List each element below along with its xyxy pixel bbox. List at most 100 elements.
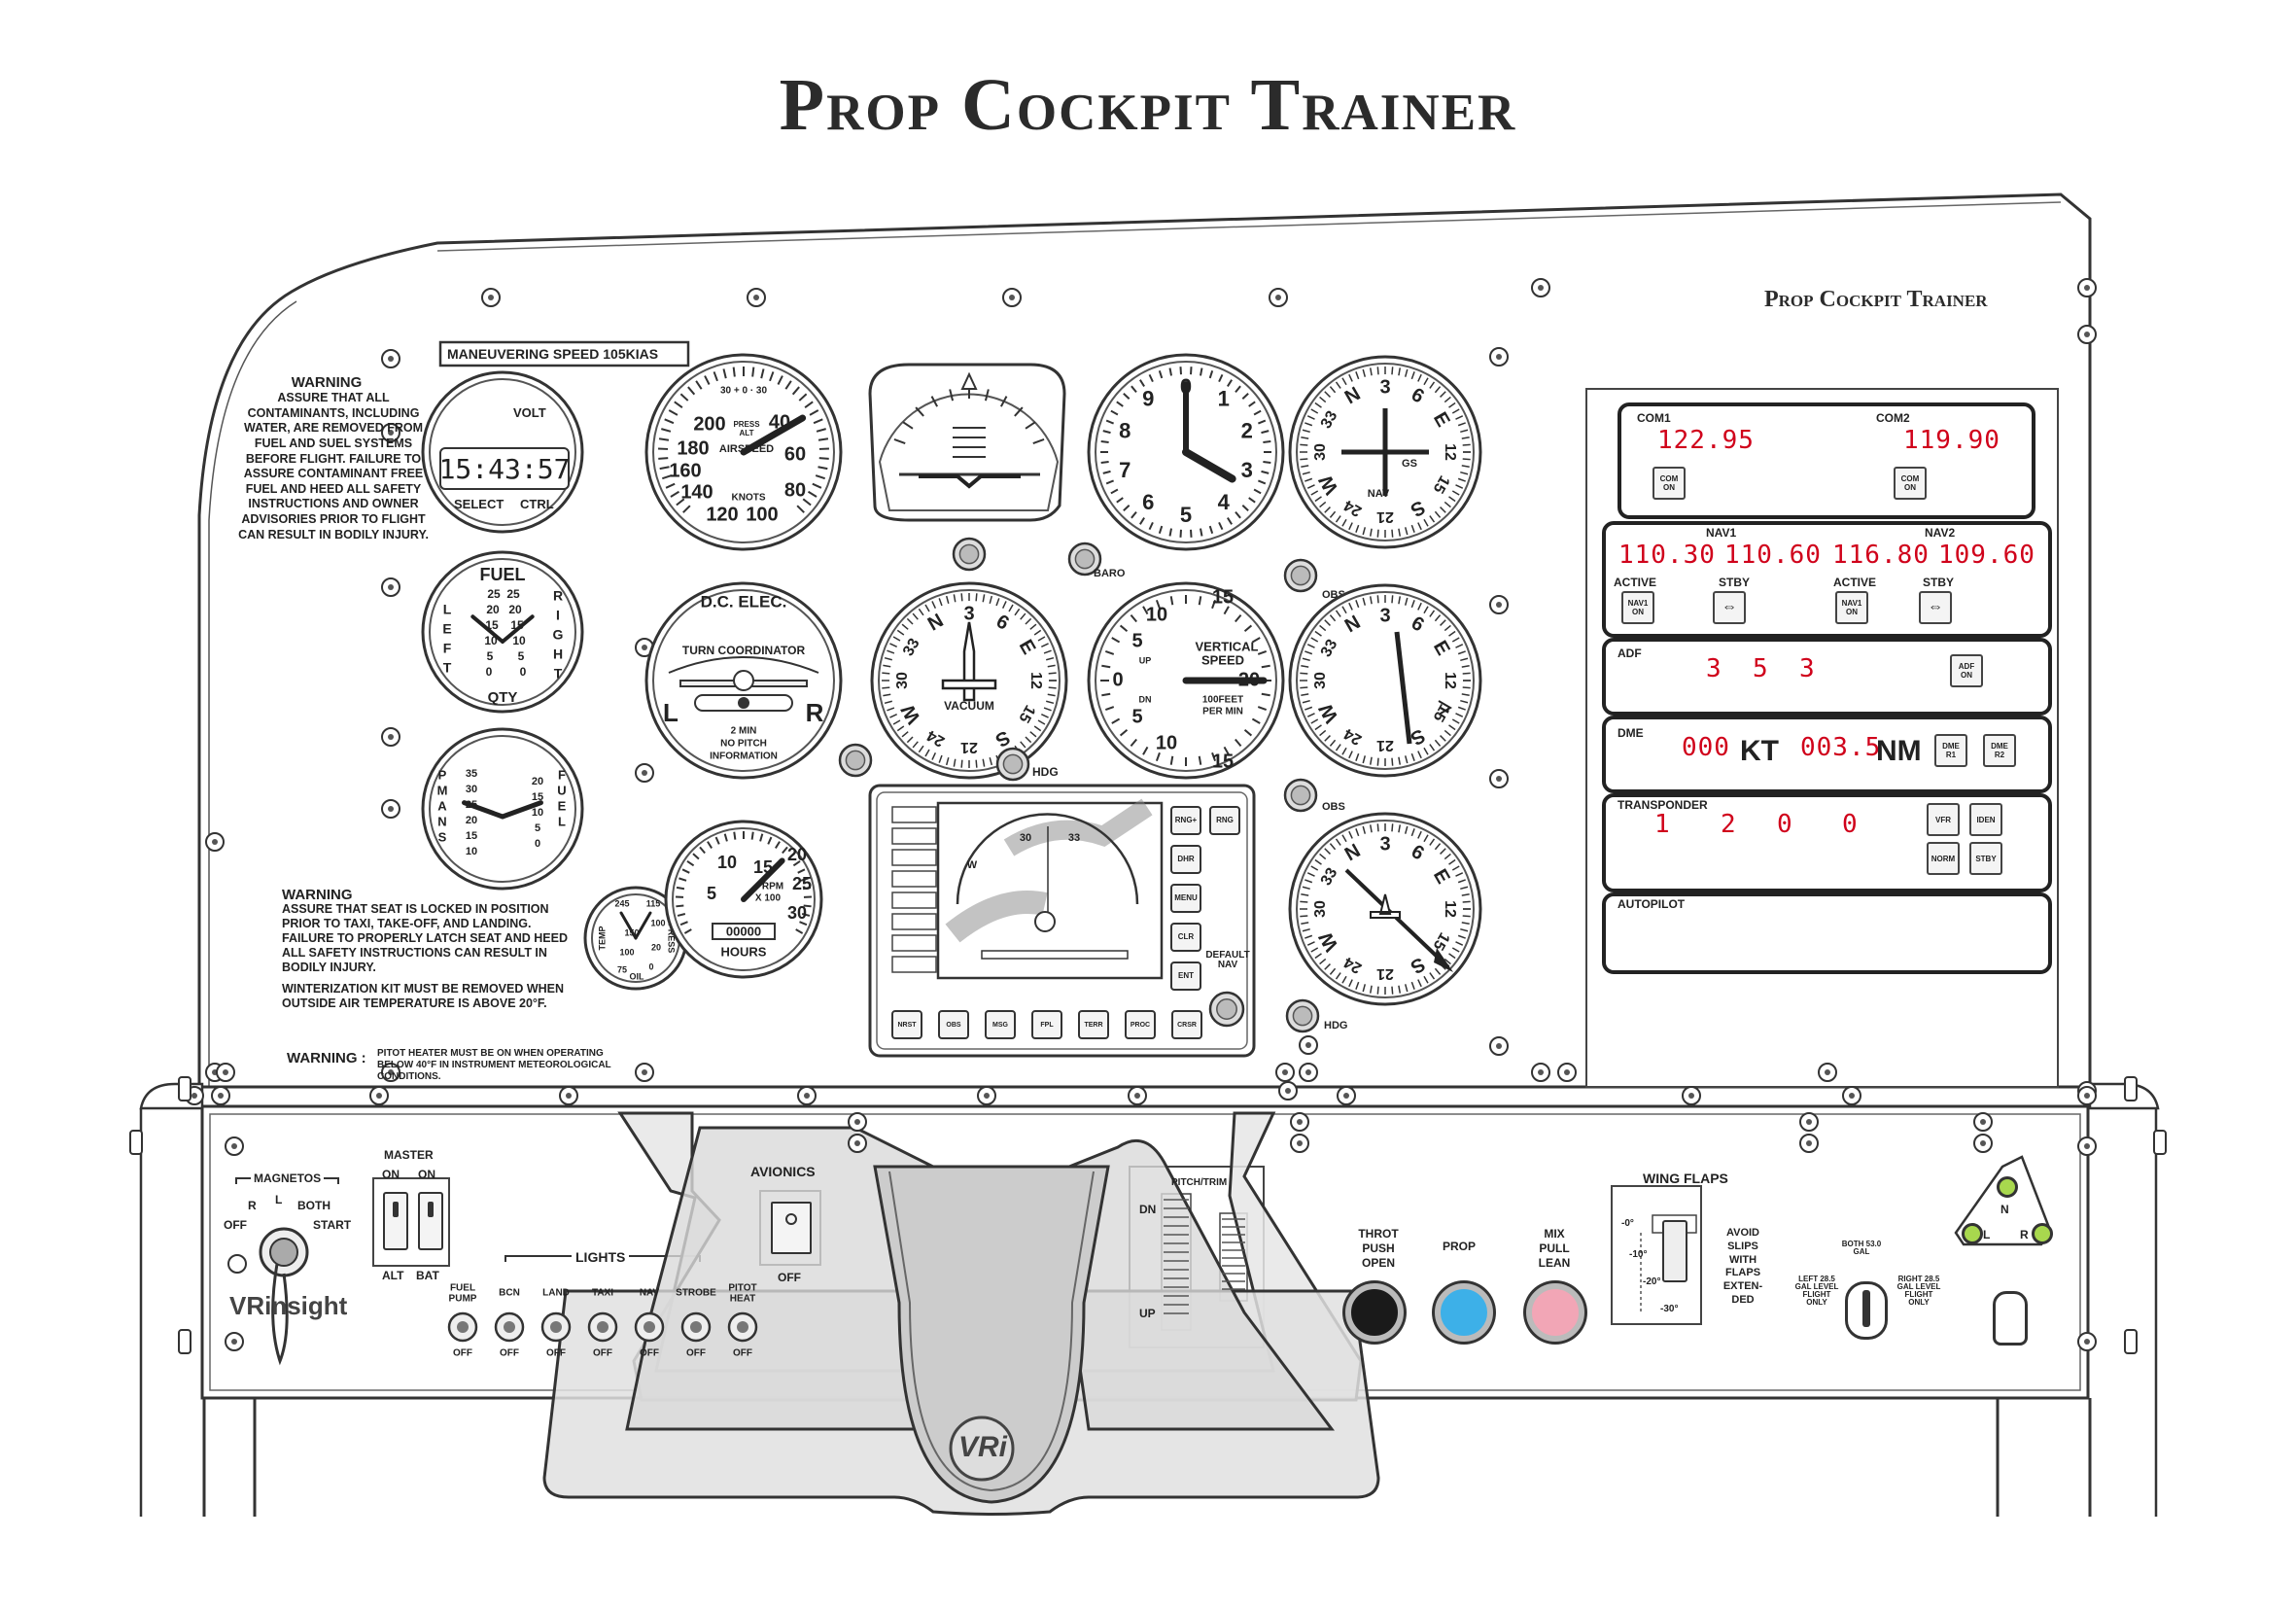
screw-head bbox=[804, 1093, 810, 1099]
master-bat-switch[interactable] bbox=[418, 1192, 443, 1250]
nav1-on-button[interactable]: NAV1 ON bbox=[1621, 591, 1654, 624]
fuel-selector-knob[interactable] bbox=[1845, 1281, 1888, 1340]
warning-seat-text: ASSURE THAT SEAT IS LOCKED IN POSITION P… bbox=[282, 902, 569, 974]
gear-handle[interactable] bbox=[1993, 1291, 2028, 1346]
adf-tick bbox=[1314, 858, 1322, 865]
adf-tick bbox=[1462, 915, 1471, 918]
nav1-standby-frequency: 110.60 bbox=[1724, 541, 1822, 570]
adf-tick bbox=[1391, 823, 1394, 832]
altimeter-tick bbox=[1102, 470, 1111, 474]
adf-tick bbox=[1319, 853, 1327, 860]
dme-r1-button[interactable]: DME R1 bbox=[1934, 734, 1967, 767]
gps-side-field bbox=[891, 956, 937, 973]
flaps-mark-20: -20° bbox=[1643, 1276, 1661, 1287]
altimeter-baro-label: BARO bbox=[1094, 568, 1126, 579]
heading-tick bbox=[1048, 686, 1057, 689]
adf-on-button[interactable]: ADF ON bbox=[1950, 654, 1983, 687]
flaps-lever[interactable] bbox=[1662, 1220, 1687, 1282]
gps-button-dhr bbox=[1170, 845, 1201, 874]
altimeter-tick bbox=[1190, 367, 1193, 375]
heading-tick bbox=[912, 612, 919, 620]
prop-knob[interactable] bbox=[1435, 1283, 1493, 1342]
altimeter-tick bbox=[1241, 393, 1249, 400]
adf-tick bbox=[1324, 848, 1331, 855]
switch-label-fuel-pump: FUEL bbox=[450, 1283, 475, 1294]
tach-tick bbox=[676, 904, 684, 908]
screw-head bbox=[642, 770, 647, 776]
turn-r: R bbox=[806, 698, 824, 727]
adf-tick bbox=[1300, 900, 1308, 903]
warning-fuel-title: WARNING bbox=[291, 374, 363, 391]
nav2-swap-button[interactable]: ⇔ bbox=[1919, 591, 1952, 624]
nav1-tick bbox=[1444, 501, 1451, 508]
mp-letter: M bbox=[437, 783, 448, 797]
master-alt-switch[interactable] bbox=[383, 1192, 408, 1250]
throttle-knob[interactable] bbox=[1345, 1283, 1404, 1342]
switch-toggle-strobe bbox=[690, 1321, 702, 1333]
heading-tick bbox=[1041, 643, 1049, 648]
nav2-tick bbox=[1306, 713, 1315, 717]
altimeter-tick bbox=[1110, 488, 1119, 495]
heading-tick bbox=[989, 595, 993, 604]
screw-head bbox=[1496, 1043, 1502, 1049]
nav2-tick bbox=[1423, 747, 1429, 755]
xpdr-iden-button[interactable]: IDEN bbox=[1969, 803, 2002, 836]
tach-tick bbox=[707, 841, 713, 849]
heading-knob-label: HDG bbox=[1032, 765, 1059, 779]
adf-tick bbox=[1319, 958, 1327, 965]
nav2-on-button[interactable]: NAV1 ON bbox=[1835, 591, 1868, 624]
nav2-standby-frequency: 109.60 bbox=[1938, 541, 2035, 570]
heading-tick bbox=[931, 601, 937, 609]
heading-tick bbox=[1043, 649, 1052, 654]
com1-on-button[interactable]: COM ON bbox=[1652, 467, 1686, 500]
master-alt-on: ON bbox=[382, 1168, 400, 1181]
adf-digit-3: 3 bbox=[1799, 654, 1816, 683]
tach-tick bbox=[767, 836, 773, 845]
gps-button-ent bbox=[1170, 961, 1201, 991]
nav1-tick bbox=[1461, 465, 1470, 469]
nav2-tick bbox=[1376, 595, 1379, 604]
dme-r2-button[interactable]: DME R2 bbox=[1983, 734, 2016, 767]
mixture-knob[interactable] bbox=[1526, 1283, 1584, 1342]
adf-tick bbox=[1423, 975, 1429, 984]
heading-tick bbox=[1048, 672, 1057, 675]
nav1-swap-button[interactable]: ⇔ bbox=[1713, 591, 1746, 624]
xpdr-vfr-button[interactable]: VFR bbox=[1927, 803, 1960, 836]
nav1-label: NAV1 bbox=[1706, 526, 1737, 540]
xpdr-norm-button[interactable]: NORM bbox=[1927, 842, 1960, 875]
nav2-tick bbox=[1310, 637, 1319, 643]
nav1-tick bbox=[1448, 402, 1456, 408]
press-tick-115: 115 bbox=[646, 898, 661, 908]
nav1-tick bbox=[1302, 471, 1310, 475]
adf-tick bbox=[1305, 934, 1313, 939]
vsi-tick bbox=[1223, 606, 1230, 615]
altimeter-tick bbox=[1208, 525, 1214, 535]
temp-label: TEMP bbox=[597, 926, 607, 950]
airspeed-tick bbox=[816, 428, 826, 433]
com-panel bbox=[1618, 402, 2035, 519]
airspeed-tick bbox=[818, 457, 829, 460]
xpdr-stby-button[interactable]: STBY bbox=[1969, 842, 2002, 875]
altimeter-number-4: 4 bbox=[1218, 490, 1231, 514]
yoke-logo: VRi bbox=[958, 1431, 1008, 1463]
nav1-tick bbox=[1460, 429, 1469, 434]
com2-on-button[interactable]: COM ON bbox=[1894, 467, 1927, 500]
adf-tick bbox=[1448, 858, 1456, 865]
nav2-tick bbox=[1341, 747, 1347, 755]
nav1-tick bbox=[1329, 386, 1337, 394]
screw-head bbox=[753, 295, 759, 300]
adf-tick bbox=[1302, 886, 1310, 891]
nav1-tick bbox=[1362, 527, 1367, 536]
altimeter-number-5: 5 bbox=[1180, 503, 1192, 527]
adf-tick bbox=[1355, 828, 1360, 837]
tach-tick bbox=[750, 831, 754, 840]
mp-tick: 35 bbox=[466, 768, 477, 780]
switch-label-strobe: STROBE bbox=[676, 1288, 716, 1299]
airspeed-tick bbox=[682, 505, 691, 513]
nav2-obs-label: OBS bbox=[1322, 801, 1345, 813]
fuel-left-tick: 20 bbox=[486, 603, 500, 616]
nav1-tick bbox=[1324, 391, 1331, 398]
attitude-bank-tick bbox=[1025, 421, 1036, 430]
avionics-switch[interactable] bbox=[771, 1202, 812, 1254]
nav1-tick bbox=[1300, 458, 1308, 461]
